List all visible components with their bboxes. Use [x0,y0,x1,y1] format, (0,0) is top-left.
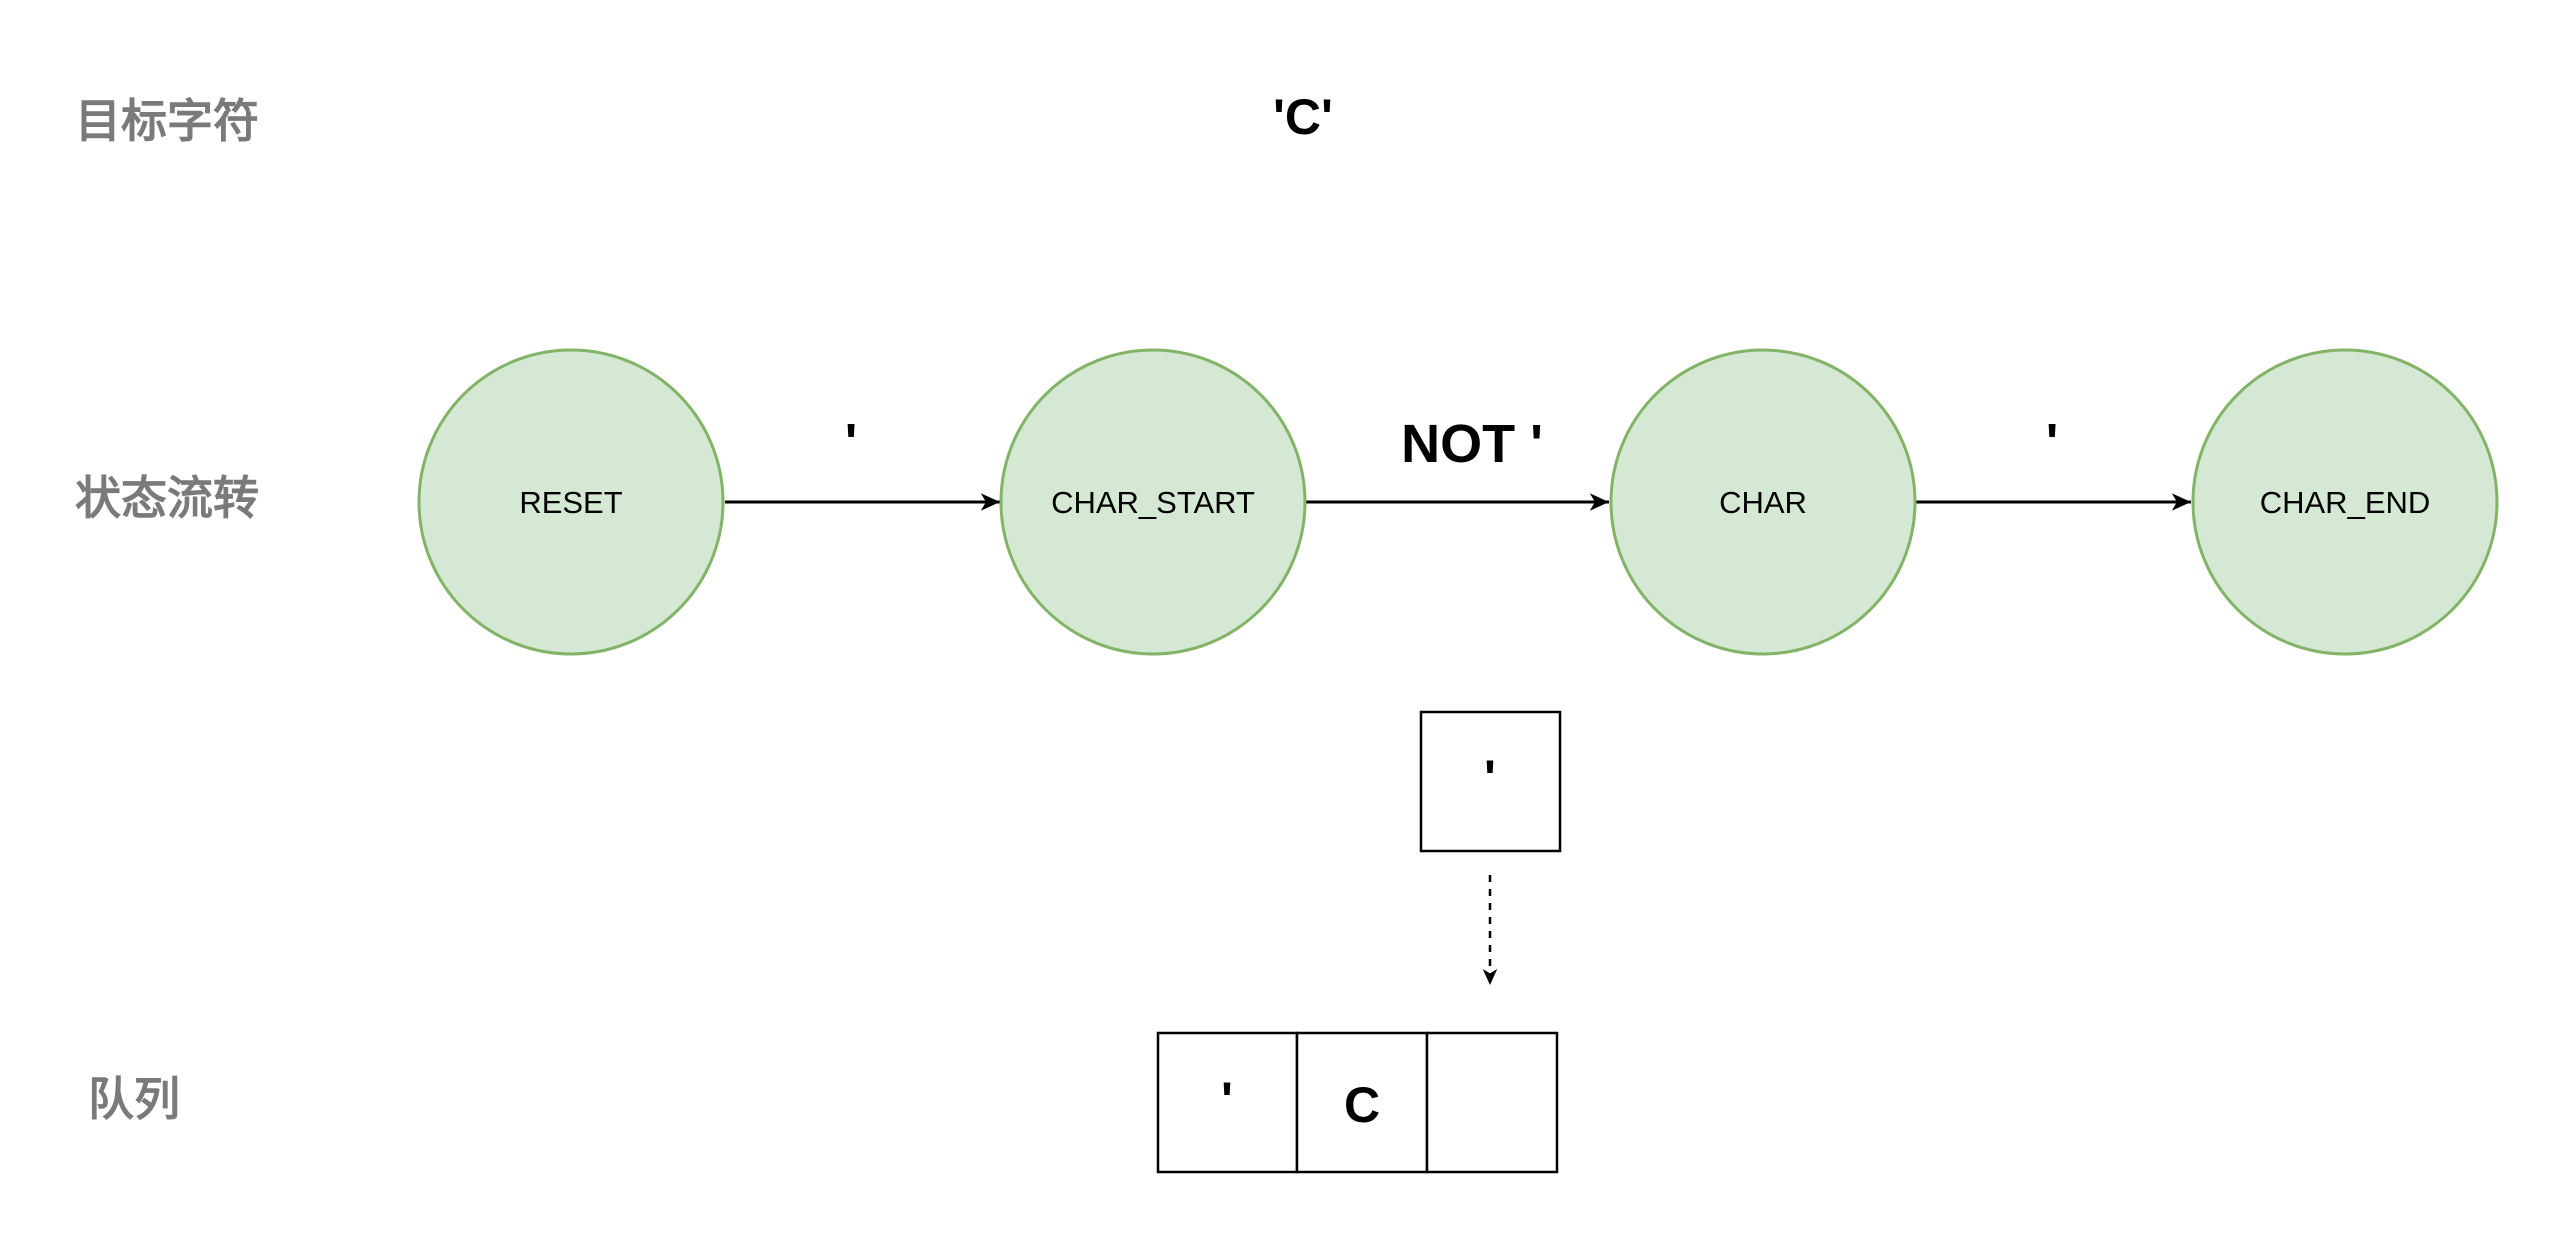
target-char-label: 目标字符 [75,94,259,148]
state-label-reset: RESET [519,485,622,520]
state-label-char-end: CHAR_END [2260,485,2431,520]
target-char-value: 'C' [1273,89,1333,145]
queue-cell: ' [1156,1031,1299,1174]
queue: ' C [1156,1031,1559,1174]
incoming-char-box: ' [1419,710,1562,853]
state-transition-label: 状态流转 [75,471,259,525]
queue-label: 队列 [88,1072,180,1126]
incoming-char-value: ' [1484,750,1496,806]
transition-label-quote-2: ' [2046,414,2058,472]
transition-label-quote-1: ' [845,414,857,472]
state-node-reset: RESET [417,348,725,656]
transition-label-not-quote: NOT ' [1401,414,1543,474]
queue-cell-value: ' [1221,1072,1233,1128]
state-node-char-start: CHAR_START [999,348,1307,656]
state-node-char-end: CHAR_END [2191,348,2499,656]
state-node-char: CHAR [1609,348,1917,656]
queue-cell-value: C [1344,1077,1380,1133]
queue-cell: C [1295,1031,1429,1174]
state-label-char: CHAR [1719,485,1807,520]
state-label-char-start: CHAR_START [1051,485,1255,520]
queue-cell [1425,1031,1559,1174]
